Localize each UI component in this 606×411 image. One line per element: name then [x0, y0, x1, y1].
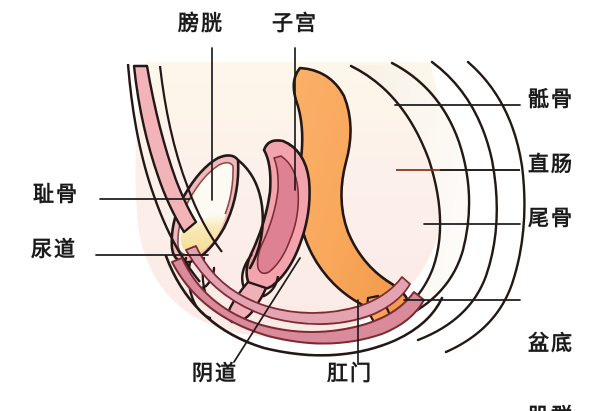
pelvic-floor-muscles [164, 245, 444, 357]
uterus-organ [241, 139, 311, 299]
label-pelvic-floor-line1: 盆底 [528, 331, 574, 356]
leader-lines [95, 47, 521, 363]
label-urethra: 尿道 [31, 237, 77, 261]
label-pubic-bone: 耻骨 [33, 182, 79, 206]
label-uterus: 子宫 [272, 11, 318, 35]
label-coccyx: 尾骨 [528, 206, 574, 230]
label-pelvic-floor-line2: 肌群 [528, 404, 574, 411]
bladder-organ [170, 154, 240, 290]
label-bladder: 膀胱 [178, 11, 224, 35]
label-anus: 肛门 [327, 361, 373, 385]
label-vagina: 阴道 [192, 361, 238, 385]
label-pelvic-floor-muscles: 盆底 肌群 [528, 283, 574, 411]
leader-vagina [233, 257, 301, 363]
bladder-uterus-contour [236, 158, 265, 270]
label-sacrum: 骶骨 [528, 87, 574, 111]
label-rectum: 直肠 [528, 152, 574, 176]
